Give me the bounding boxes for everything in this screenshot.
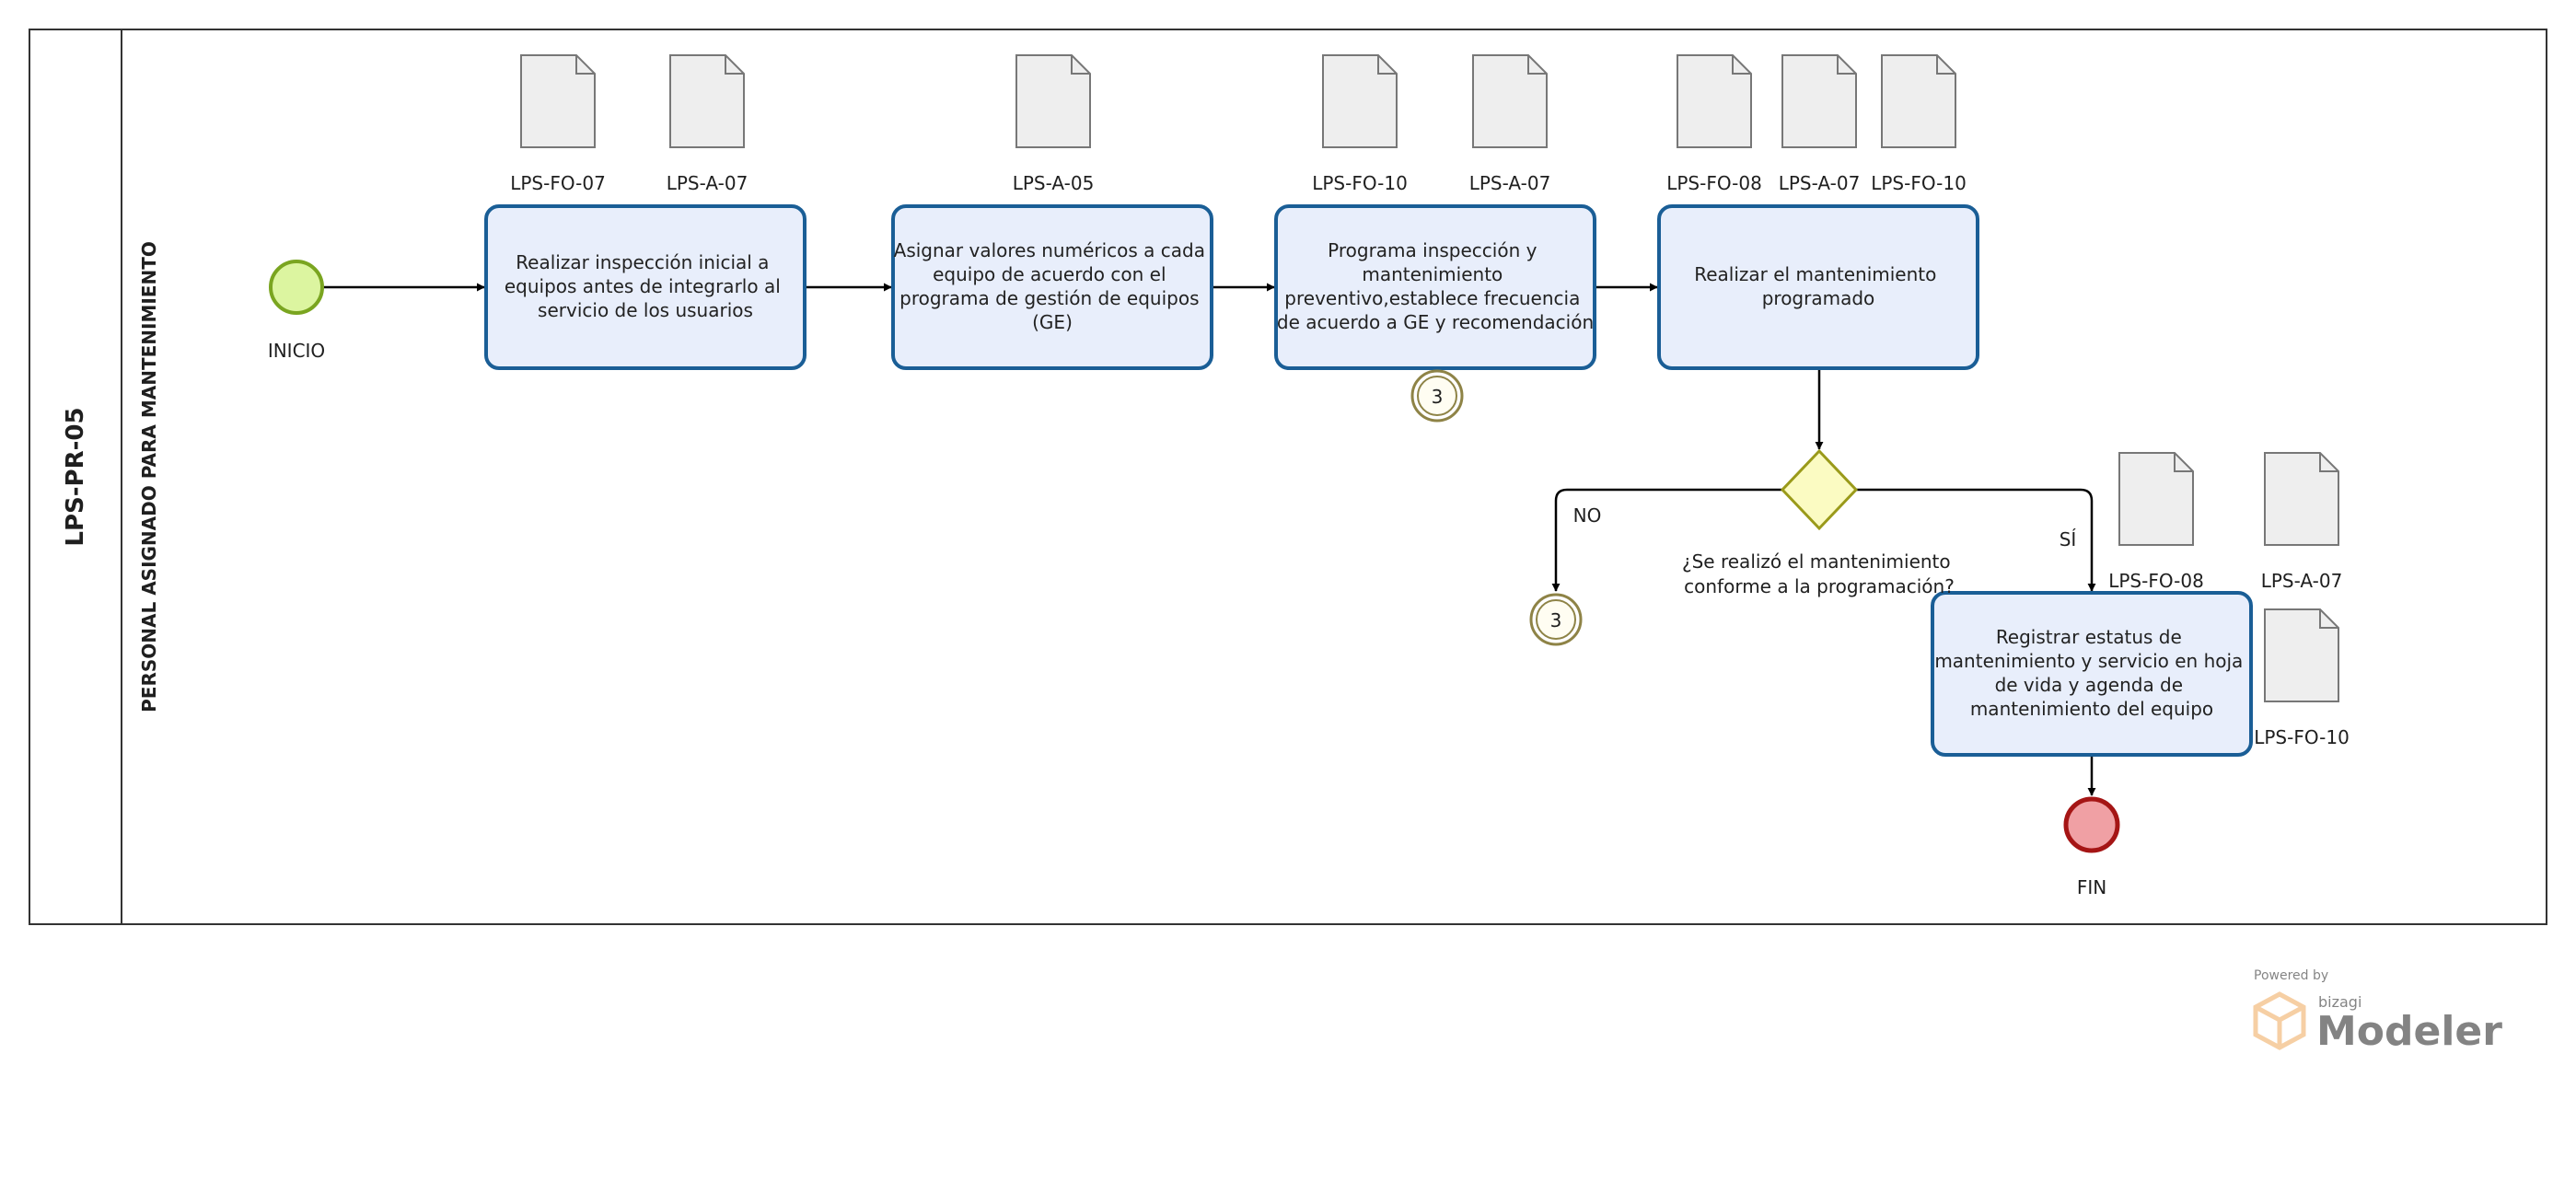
svg-text:Registrar estatus de man: Registrar estatus de mantenimiento y ser… bbox=[1934, 626, 2248, 720]
document-label: LPS-FO-10 bbox=[1312, 172, 1408, 194]
gateway-yes-label: SÍ bbox=[2060, 528, 2077, 550]
document-icon[interactable]: LPS-FO-08 bbox=[1666, 54, 1762, 194]
task-text-line: Registrar estatus de bbox=[1996, 626, 2182, 648]
task-text-line: de vida y agenda de bbox=[1995, 674, 2184, 696]
task-text-line: Asignar valores numéricos a cada bbox=[894, 239, 1205, 261]
document-label: LPS-FO-10 bbox=[2254, 726, 2350, 748]
document-label: LPS-A-05 bbox=[1013, 172, 1095, 194]
task-text-line: mantenimiento del equipo bbox=[1970, 698, 2213, 720]
document-icon[interactable]: LPS-A-07 bbox=[667, 54, 748, 194]
document-icon[interactable]: LPS-A-07 bbox=[1469, 54, 1551, 194]
svg-text:Asignar valores numéricos a ca: Asignar valores numéricos a cada equipo … bbox=[894, 239, 1212, 333]
task-text-line: (GE) bbox=[1032, 311, 1073, 333]
link-event-3-catch[interactable]: 3 bbox=[1410, 369, 1464, 423]
start-event-label: INICIO bbox=[268, 340, 325, 362]
gateway-no-label: NO bbox=[1573, 504, 1602, 527]
task-register-status[interactable]: Registrar estatus de mantenimiento y ser… bbox=[1931, 591, 2253, 757]
document-label: LPS-FO-08 bbox=[2108, 570, 2204, 592]
svg-text:Realizar inspección inicial a: Realizar inspección inicial a equipos an… bbox=[505, 251, 786, 321]
task-initial-inspection[interactable]: Realizar inspección inicial a equipos an… bbox=[484, 204, 806, 370]
task-text-line: programa de gestión de equipos bbox=[899, 287, 1199, 309]
link-event-number: 3 bbox=[1432, 386, 1444, 408]
bizagi-watermark: Powered by bizagi Modeler bbox=[2253, 968, 2502, 1055]
document-label: LPS-A-07 bbox=[2261, 570, 2343, 592]
gateway-question-line: conforme a la programación? bbox=[1684, 575, 1955, 597]
end-event[interactable] bbox=[2063, 796, 2120, 853]
task-text-line: equipo de acuerdo con el bbox=[933, 263, 1166, 285]
svg-text:Programa inspección y ma: Programa inspección y mantenimiento prev… bbox=[1277, 239, 1594, 333]
flow-gateway-yes bbox=[1856, 488, 2096, 592]
task-text-line: mantenimiento y servicio en hoja bbox=[1934, 650, 2243, 672]
document-label: LPS-FO-07 bbox=[510, 172, 606, 194]
task-text-line: Realizar inspección inicial a bbox=[516, 251, 769, 273]
svg-text:Realizar el mantenimiento: Realizar el mantenimiento programado bbox=[1694, 263, 1942, 309]
end-event-label: FIN bbox=[2077, 876, 2106, 898]
document-label: LPS-A-07 bbox=[667, 172, 748, 194]
exclusive-gateway[interactable] bbox=[1780, 448, 1859, 531]
task-perform-maintenance[interactable]: Realizar el mantenimiento programado bbox=[1657, 204, 1979, 370]
flow-gateway-no bbox=[1551, 488, 1782, 592]
task-assign-values[interactable]: Asignar valores numéricos a cada equipo … bbox=[891, 204, 1213, 370]
watermark-brand-small: bizagi bbox=[2318, 993, 2361, 1011]
task-text-line: equipos antes de integrarlo al bbox=[505, 275, 781, 297]
document-label: LPS-A-07 bbox=[1469, 172, 1551, 194]
document-label: LPS-FO-10 bbox=[1871, 172, 1967, 194]
document-icon[interactable]: LPS-FO-10 bbox=[2254, 608, 2350, 748]
document-icon[interactable]: LPS-FO-10 bbox=[1312, 54, 1408, 194]
bizagi-logo-icon bbox=[2253, 991, 2306, 1050]
gateway-question: ¿Se realizó el mantenimiento conforme a … bbox=[1682, 550, 1956, 597]
document-icon[interactable]: LPS-A-07 bbox=[2261, 452, 2343, 592]
document-icon[interactable]: LPS-A-05 bbox=[1013, 54, 1095, 194]
document-icon[interactable]: LPS-FO-10 bbox=[1871, 54, 1967, 194]
document-icon[interactable]: LPS-FO-08 bbox=[2108, 452, 2204, 592]
document-label: LPS-A-07 bbox=[1779, 172, 1861, 194]
task-text-line: servicio de los usuarios bbox=[538, 299, 753, 321]
sequence-flows bbox=[324, 283, 2096, 796]
document-icon[interactable]: LPS-FO-07 bbox=[510, 54, 606, 194]
document-label: LPS-FO-08 bbox=[1666, 172, 1762, 194]
watermark-brand: Modeler bbox=[2316, 1008, 2502, 1055]
document-icon[interactable]: LPS-A-07 bbox=[1779, 54, 1861, 194]
task-text-line: programado bbox=[1762, 287, 1875, 309]
task-text-line: preventivo,establece frecuencia bbox=[1284, 287, 1580, 309]
link-event-3-throw[interactable]: 3 bbox=[1529, 593, 1583, 646]
link-event-number: 3 bbox=[1550, 609, 1562, 631]
task-schedule-inspection[interactable]: Programa inspección y mantenimiento prev… bbox=[1274, 204, 1596, 370]
pool-title: LPS-PR-05 bbox=[62, 407, 89, 546]
task-text-line: Programa inspección y bbox=[1328, 239, 1537, 261]
watermark-powered-by: Powered by bbox=[2254, 968, 2328, 983]
lane-title: PERSONAL ASIGNADO PARA MANTENIMIENTO bbox=[138, 241, 160, 712]
gateway-question-line: ¿Se realizó el mantenimiento bbox=[1682, 550, 1951, 573]
task-text-line: mantenimiento bbox=[1362, 263, 1503, 285]
task-text-line: de acuerdo a GE y recomendación bbox=[1277, 311, 1594, 333]
start-event[interactable] bbox=[269, 260, 324, 315]
task-text-line: Realizar el mantenimiento bbox=[1694, 263, 1936, 285]
